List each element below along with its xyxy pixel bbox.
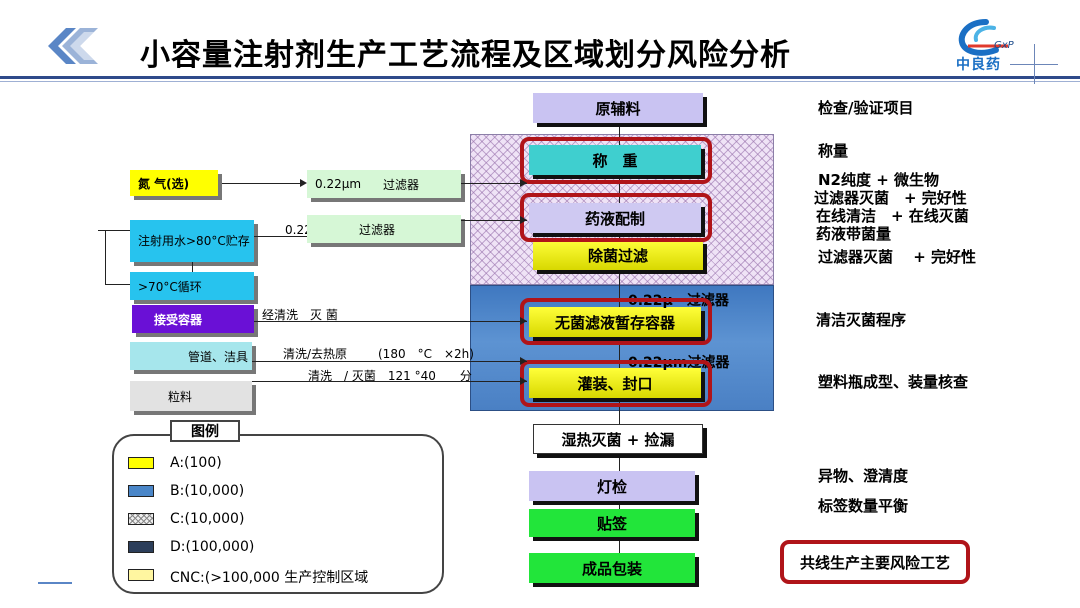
- legend-swatch-c: [128, 513, 154, 525]
- filter1-to-weigh-line: [461, 183, 527, 184]
- company-logo: GxP 中良药: [950, 16, 1028, 74]
- weighing-box: 称 重: [529, 145, 701, 175]
- back-nav-icon[interactable]: [40, 24, 104, 68]
- note-foreign-matter: 异物、澄清度: [818, 467, 909, 485]
- packaging-box: 成品包装: [529, 553, 695, 583]
- receiver-note: 经清洗 灭 菌: [262, 308, 338, 322]
- filter2-arrow: [520, 216, 527, 224]
- risk-frame-weighing: [520, 137, 712, 184]
- risk-frame-filling: [520, 360, 712, 407]
- labeling-box: 贴签: [529, 509, 695, 537]
- risk-frame-prep: [520, 193, 712, 242]
- filter2-name: 过滤器: [359, 222, 396, 237]
- filling-sealing-box: 灌装、封口: [529, 368, 701, 398]
- moist-heat-sterilization-box: 湿热灭菌 + 捡漏: [533, 424, 703, 454]
- note-filter-sterile: 过滤器灭菌 + 完好性: [814, 189, 967, 207]
- note-bottle: 塑料瓶成型、装量核查: [818, 373, 969, 391]
- legend-swatch-d: [128, 541, 154, 553]
- water-to-filter2-line: [254, 236, 307, 237]
- pellets-line: [252, 381, 527, 382]
- note-weigh: 称量: [818, 142, 849, 160]
- footer-accent-line: [38, 582, 72, 584]
- pipes-note-1: 清洗/去热原: [283, 347, 348, 361]
- nitrogen-box: 氮 气(选): [130, 170, 218, 196]
- legend-swatch-cnc: [128, 569, 154, 581]
- legend-label-c: C:(10,000): [170, 511, 245, 527]
- legend-swatch-b: [128, 485, 154, 497]
- logo-text: 中良药: [956, 57, 1001, 73]
- note-cip: 在线清洁 + 在线灭菌: [816, 207, 969, 225]
- filter1-arrow: [520, 179, 527, 187]
- filter1-size: 0.22μm: [315, 177, 362, 191]
- legend-label-cnc: CNC:(>100,000 生产控制区域: [170, 570, 369, 586]
- title-underline: [0, 76, 1080, 79]
- pipes-note-2: (180 °C ×2h): [378, 347, 474, 361]
- receiver-line: [254, 321, 527, 322]
- page-title: 小容量注射剂生产工艺流程及区域划分风险分析: [140, 38, 791, 73]
- shared-line-risk-box: 共线生产主要风险工艺: [780, 540, 970, 584]
- legend-label-b: B:(10,000): [170, 483, 245, 499]
- filter2-box: 过滤器: [307, 215, 461, 243]
- note-filter-sterile-2: 过滤器灭菌 + 完好性: [818, 248, 977, 266]
- pipes-box: 管道、洁具: [130, 342, 252, 370]
- legend-label-d: D:(100,000): [170, 539, 255, 555]
- main-flow-connector: [619, 124, 620, 578]
- pipes-arrow: [520, 357, 527, 365]
- light-inspection-box: 灯检: [529, 471, 695, 501]
- risk-frame-storage: [520, 298, 712, 345]
- legend-swatch-a: [128, 457, 154, 469]
- sterile-storage-box: 无菌滤液暂存容器: [529, 307, 701, 337]
- note-inspect-items: 检查/验证项目: [818, 99, 914, 117]
- shared-line-risk-label: 共线生产主要风险工艺: [799, 553, 950, 572]
- note-n2: N2纯度 + 微生物: [818, 171, 940, 189]
- legend-panel: [112, 434, 444, 594]
- pellets-note: 清洗 / 灭菌 121 °40 分: [308, 369, 472, 383]
- receiver-box: 接受容器: [132, 305, 254, 333]
- filter2-to-prep-line: [461, 220, 527, 221]
- loop-line-bottom: [105, 284, 130, 285]
- note-clean-procedure: 清洁灭菌程序: [816, 311, 907, 329]
- note-bioburden: 药液带菌量: [816, 225, 892, 243]
- loop-line-vertical: [105, 230, 106, 284]
- logo-gxp: GxP: [994, 40, 1014, 51]
- pipes-line: [252, 361, 527, 362]
- legend-label-a: A:(100): [170, 455, 222, 471]
- solution-prep-box: 药液配制: [529, 203, 701, 233]
- title-underline-thin: [0, 81, 1080, 82]
- water-storage-box: 注射用水>80°C贮存: [130, 220, 254, 262]
- raw-materials-box: 原辅料: [533, 93, 703, 123]
- logo-cross-v: [1034, 44, 1035, 84]
- legend-title: 图例: [170, 420, 240, 442]
- receiver-arrow: [520, 317, 527, 325]
- nitrogen-line: [222, 183, 302, 184]
- loop-line-top: [98, 230, 130, 231]
- filter1-name: 过滤器: [383, 177, 420, 192]
- water-to-loop-line: [192, 262, 193, 272]
- pellets-box: 粒料: [130, 381, 252, 411]
- pellets-arrow: [520, 377, 527, 385]
- filter1-box: 0.22μm 过滤器: [307, 170, 461, 198]
- sterile-filtration-box: 除菌过滤: [533, 240, 703, 270]
- circulation-box: >70°C循环: [130, 272, 254, 300]
- nitrogen-arrow: [300, 179, 307, 187]
- note-label-count: 标签数量平衡: [818, 497, 909, 515]
